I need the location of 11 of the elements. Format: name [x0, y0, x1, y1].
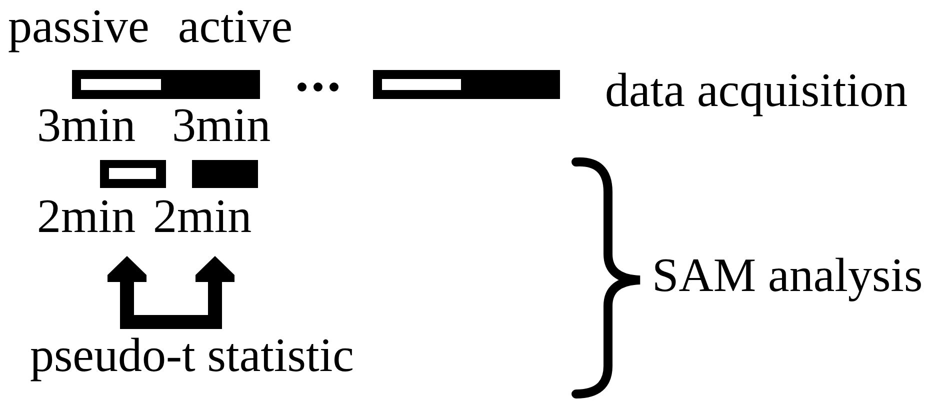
duration-label: 3min	[37, 99, 136, 153]
duration-label: 2min	[153, 190, 252, 244]
statistic-label: pseudo-t statistic	[30, 329, 354, 383]
segment-label: active	[178, 0, 293, 54]
duration-label: 3min	[172, 99, 271, 153]
filled-bar	[465, 70, 560, 99]
row-label: data acquisition	[605, 64, 908, 118]
duration-label: 2min	[37, 190, 136, 244]
segment-label: passive	[8, 0, 150, 54]
brace-label: SAM analysis	[652, 249, 923, 303]
hollow-bar	[373, 70, 465, 99]
